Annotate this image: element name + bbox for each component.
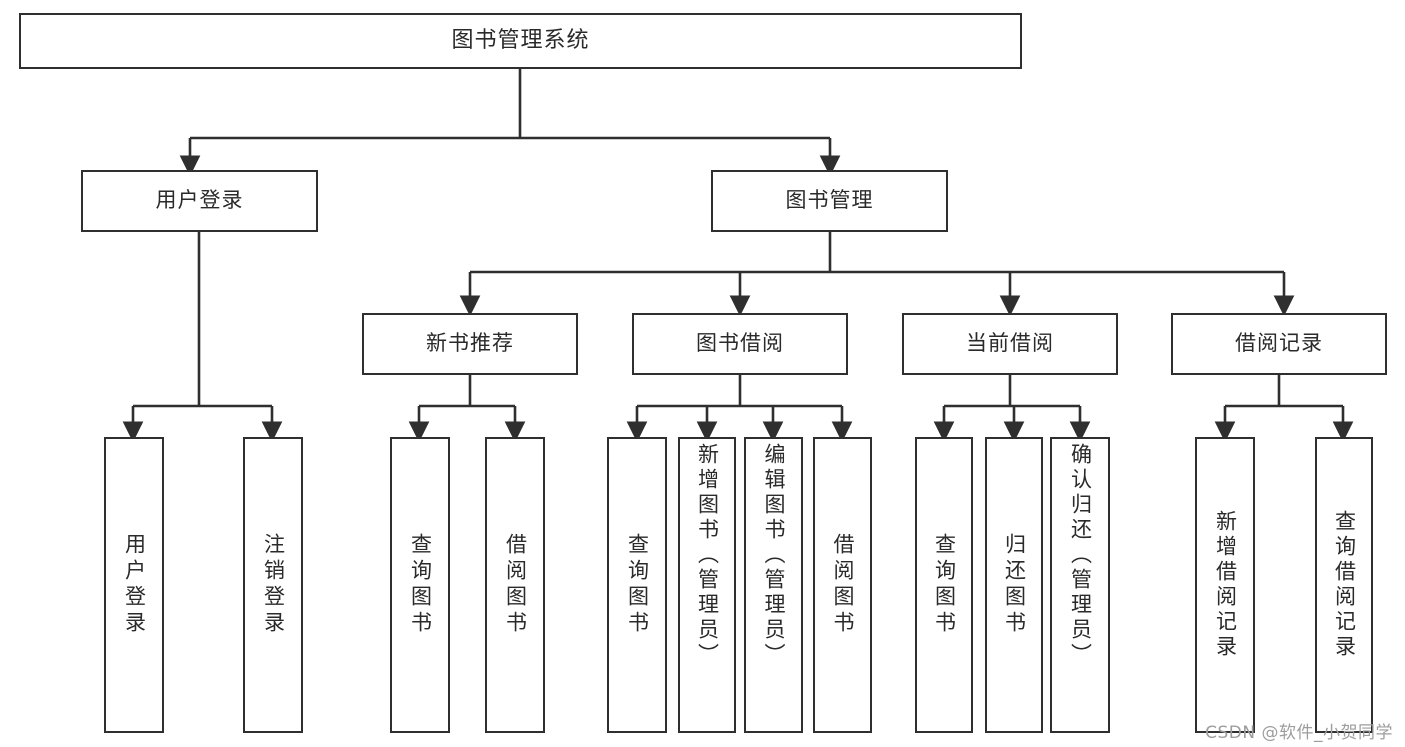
node-label: 查询图书 [625,533,650,637]
node-label: 归还图书 [1002,533,1027,637]
node-label: 查询图书 [932,533,957,637]
node-user-login[interactable]: 用户登录 [81,170,318,232]
node-label: 用户登录 [122,533,147,637]
leaf-borrow-book[interactable]: 借阅图书 [813,437,872,733]
node-label: 查询图书 [408,533,433,637]
node-label: 新增图书（管理员） [695,443,720,668]
node-new-book-recommend[interactable]: 新书推荐 [362,313,578,375]
leaf-query-borrow-record[interactable]: 查询借阅记录 [1315,437,1373,733]
leaf-add-book-admin[interactable]: 新增图书（管理员） [678,437,736,733]
leaf-logout[interactable]: 注销登录 [243,437,303,733]
leaf-query-book-current[interactable]: 查询图书 [915,437,973,733]
node-label: 新增借阅记录 [1213,510,1238,660]
node-label: 查询借阅记录 [1332,510,1357,660]
node-label: 图书借阅 [696,331,784,356]
leaf-user-login[interactable]: 用户登录 [104,437,164,733]
node-label: 图书管理系统 [451,27,590,53]
node-book-management[interactable]: 图书管理 [711,170,948,232]
node-root-system[interactable]: 图书管理系统 [19,13,1022,69]
node-borrow-record[interactable]: 借阅记录 [1171,313,1387,375]
node-label: 借阅记录 [1235,331,1323,356]
leaf-query-book-new[interactable]: 查询图书 [390,437,450,733]
node-current-borrow[interactable]: 当前借阅 [902,313,1118,375]
node-label: 借阅图书 [503,533,528,637]
node-label: 用户登录 [155,188,244,213]
leaf-confirm-return-admin[interactable]: 确认归还（管理员） [1050,437,1110,733]
node-label: 当前借阅 [966,331,1054,356]
node-label: 确认归还（管理员） [1068,443,1093,668]
node-label: 借阅图书 [831,533,855,637]
node-label: 编辑图书（管理员） [762,443,786,668]
leaf-edit-book-admin[interactable]: 编辑图书（管理员） [744,437,803,733]
node-label: 图书管理 [785,188,874,213]
leaf-return-book[interactable]: 归还图书 [985,437,1043,733]
leaf-query-book-borrow[interactable]: 查询图书 [607,437,667,733]
leaf-borrow-book-new[interactable]: 借阅图书 [485,437,545,733]
watermark: CSDN @软件_小贺同学 [1205,723,1393,743]
node-label: 新书推荐 [426,331,514,356]
node-label: 注销登录 [261,533,286,637]
leaf-add-borrow-record[interactable]: 新增借阅记录 [1195,437,1255,733]
node-book-borrow[interactable]: 图书借阅 [632,313,848,375]
